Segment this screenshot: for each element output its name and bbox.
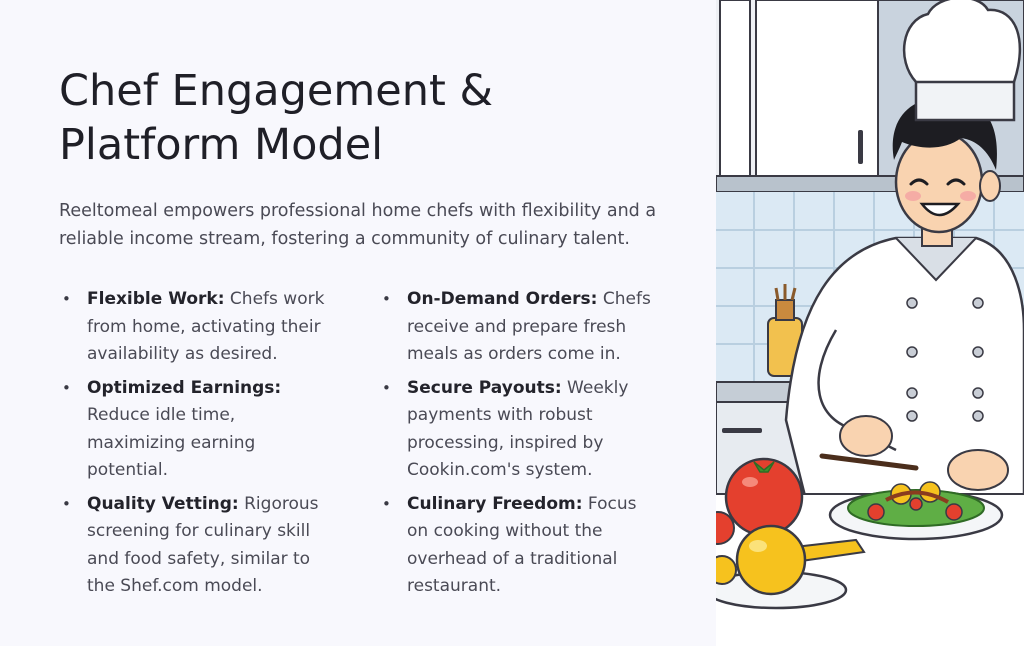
chef-cooking-illustration xyxy=(716,0,1024,646)
salad-plate-icon xyxy=(828,481,1004,541)
bullet-secure-payouts: Secure Payouts: Weekly payments with rob… xyxy=(379,375,654,485)
chef-illustration-panel xyxy=(716,0,1024,646)
bullet-text: Weekly payments with robust processing, … xyxy=(407,377,629,481)
bullet-heading: On-Demand Orders: xyxy=(407,289,598,309)
intro-paragraph: Reeltomeal empowers professional home ch… xyxy=(59,201,657,249)
bullet-heading: Culinary Freedom: xyxy=(407,493,583,514)
slide-title: Chef Engagement & Platform Model xyxy=(59,64,679,172)
bullet-heading: Secure Payouts: xyxy=(407,377,562,398)
bullet-heading: Optimized Earnings: xyxy=(87,377,282,398)
tomato-icon xyxy=(724,457,804,537)
bullet-quality-vetting: Quality Vetting: Rigorous screening for … xyxy=(59,491,334,601)
chef-figure xyxy=(784,0,1024,502)
bullet-optimized-earnings: Optimized Earnings: Reduce idle time, ma… xyxy=(59,375,334,485)
bullet-text: Chefs receive and prepare fresh meals as… xyxy=(407,289,651,364)
slide-title-line-1: Chef Engagement & xyxy=(59,66,494,116)
bullet-text: Chefs work from home, activating their a… xyxy=(87,289,325,364)
bullet-text: Focus on cooking without the overhead of… xyxy=(407,493,637,597)
bullet-on-demand-orders: On-Demand Orders: Chefs receive and prep… xyxy=(379,286,654,369)
bullet-heading: Quality Vetting: xyxy=(87,493,239,514)
bullet-text: Reduce idle time, maximizing earning pot… xyxy=(87,405,256,480)
bullet-flexible-work: Flexible Work: Chefs work from home, act… xyxy=(59,286,334,369)
bullet-heading: Flexible Work: xyxy=(87,289,225,309)
lemon-plate-icon xyxy=(716,524,866,610)
bullet-text: Rigorous screening for culinary skill an… xyxy=(87,493,319,597)
bullet-culinary-freedom: Culinary Freedom: Focus on cooking witho… xyxy=(379,491,654,601)
bullet-list-left: Flexible Work: Chefs work from home, act… xyxy=(59,286,334,607)
slide-title-line-2: Platform Model xyxy=(59,120,384,170)
bullet-list-right: On-Demand Orders: Chefs receive and prep… xyxy=(379,286,654,607)
text-panel: Chef Engagement & Platform Model Reeltom… xyxy=(0,0,716,646)
